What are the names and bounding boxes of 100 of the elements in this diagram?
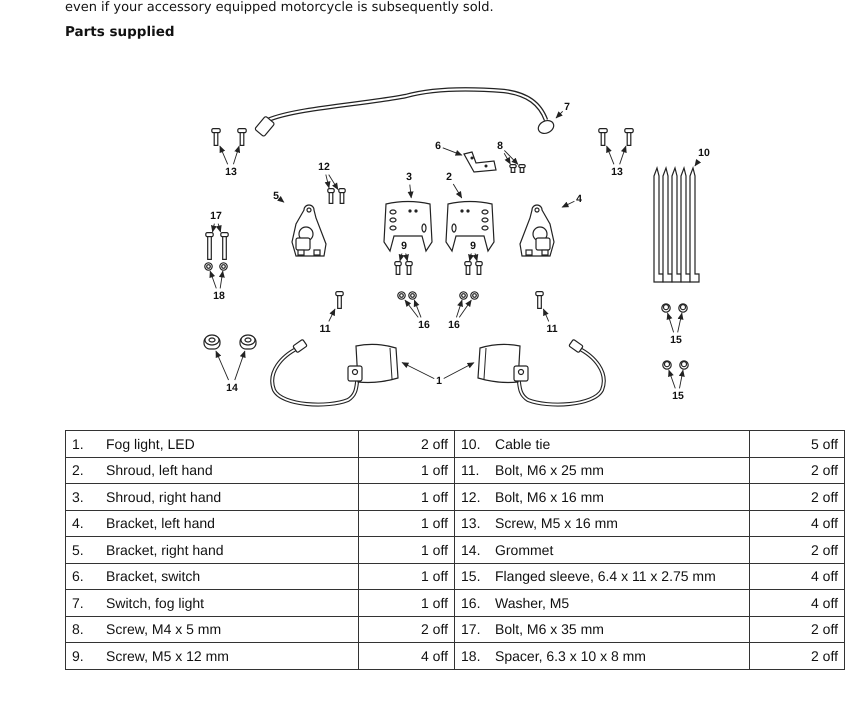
callout-number: 9 — [401, 240, 407, 252]
quantity-text: 4 off — [811, 515, 838, 532]
part-description: Shroud, right hand — [106, 488, 222, 505]
screw-drawing — [535, 291, 544, 309]
leader-line — [232, 146, 240, 165]
callout-number: 12 — [318, 161, 330, 173]
quantity-text: 2 off — [811, 488, 838, 505]
screw-drawing — [237, 128, 247, 146]
leader-line — [219, 146, 228, 165]
quantity-text: 2 off — [811, 542, 838, 558]
leader-line — [619, 146, 627, 165]
leader-line — [458, 300, 472, 318]
callout-number: 3 — [406, 171, 412, 183]
item-number: 8. — [72, 621, 85, 638]
callout-number: 11 — [319, 323, 331, 335]
quantity-text: 1 off — [421, 568, 448, 584]
leader-line — [542, 308, 550, 322]
quantity-text: 2 off — [421, 436, 448, 452]
leader-line — [562, 200, 575, 208]
leader-line — [414, 300, 422, 318]
bolt-drawing — [220, 232, 229, 260]
part-description: Washer, M5 — [495, 594, 570, 611]
sleeve-drawing — [662, 360, 672, 370]
callout-number: 5 — [273, 190, 279, 202]
leader-line — [215, 350, 229, 381]
screw-drawing — [335, 291, 344, 309]
part-description: Bracket, left hand — [106, 515, 215, 532]
quantity-text: 1 off — [421, 542, 448, 558]
leader-line — [328, 308, 336, 322]
callout-number: 17 — [210, 210, 222, 222]
quantity-text: 4 off — [421, 648, 448, 664]
switch-cable-drawing — [256, 86, 556, 138]
screw-drawing — [327, 188, 335, 204]
callout-number: 9 — [470, 240, 476, 252]
leader-line — [468, 253, 474, 262]
screw-drawing — [518, 164, 526, 173]
part-description: Shroud, left hand — [106, 462, 213, 478]
leader-line — [694, 158, 702, 166]
sleeve-drawing — [678, 303, 688, 313]
screw-drawing — [475, 261, 483, 275]
leader-line — [504, 150, 518, 165]
callout-number: 8 — [497, 140, 503, 152]
leader-line — [398, 253, 405, 262]
leader-line — [666, 312, 674, 333]
part-description: Bolt, M6 x 16 mm — [495, 488, 604, 505]
bolt-drawing — [205, 232, 214, 260]
part-description: Cable tie — [495, 436, 550, 452]
quantity-text: 2 off — [421, 621, 448, 638]
item-number: 17. — [461, 621, 482, 638]
leader-line — [472, 253, 478, 262]
washer-drawing — [204, 262, 213, 271]
callout-number: 16 — [418, 319, 430, 331]
part-description: Spacer, 6.3 x 10 x 8 mm — [495, 648, 646, 664]
screw-drawing — [211, 128, 221, 146]
part-description: Bolt, M6 x 25 mm — [495, 462, 604, 478]
item-number: 11. — [461, 462, 480, 478]
part-description: Fog light, LED — [106, 436, 195, 452]
quantity-text: 2 off — [811, 621, 838, 638]
item-number: 3. — [72, 488, 85, 505]
leader-line — [504, 152, 511, 164]
leader-line — [216, 223, 222, 232]
screw-drawing — [405, 261, 413, 275]
item-number: 4. — [72, 515, 85, 532]
section-heading: Parts supplied — [65, 24, 175, 40]
screw-drawing — [464, 261, 472, 275]
item-number: 9. — [72, 648, 85, 664]
leader-line — [452, 184, 462, 198]
part-description: Screw, M5 x 12 mm — [106, 648, 229, 664]
callout-number: 18 — [213, 290, 225, 302]
callout-number: 2 — [446, 171, 452, 183]
leader-line — [402, 362, 435, 380]
callout-number: 16 — [448, 319, 460, 331]
item-number: 1. — [72, 436, 85, 452]
part-description: Screw, M5 x 16 mm — [495, 515, 618, 532]
quantity-text: 5 off — [811, 436, 838, 452]
washer-drawing — [397, 291, 406, 300]
screw-drawing — [624, 128, 634, 146]
callout-number: 15 — [672, 390, 684, 402]
callout-number: 11 — [546, 323, 558, 335]
callout-number: 7 — [564, 101, 570, 113]
leader-line — [442, 147, 462, 156]
item-number: 5. — [72, 542, 85, 558]
item-number: 15. — [461, 568, 482, 584]
intro-text: even if your accessory equipped motorcycle is subsequently sold. — [65, 0, 494, 15]
item-number: 6. — [72, 568, 85, 584]
leader-line — [324, 174, 330, 188]
quantity-text: 2 off — [811, 648, 838, 664]
screw-drawing — [509, 164, 517, 173]
callout-number: 4 — [576, 193, 582, 205]
part-description: Bolt, M6 x 35 mm — [495, 621, 604, 638]
quantity-text: 4 off — [811, 594, 838, 611]
part-description: Bracket, switch — [106, 568, 200, 584]
quantity-text: 1 off — [421, 462, 448, 478]
item-number: 12. — [461, 488, 482, 505]
callout-number: 15 — [670, 334, 682, 346]
part-description: Bracket, right hand — [106, 542, 224, 558]
leader-line — [403, 253, 409, 262]
leader-line — [234, 350, 246, 381]
item-number: 18. — [461, 648, 482, 664]
item-number: 7. — [72, 594, 85, 611]
